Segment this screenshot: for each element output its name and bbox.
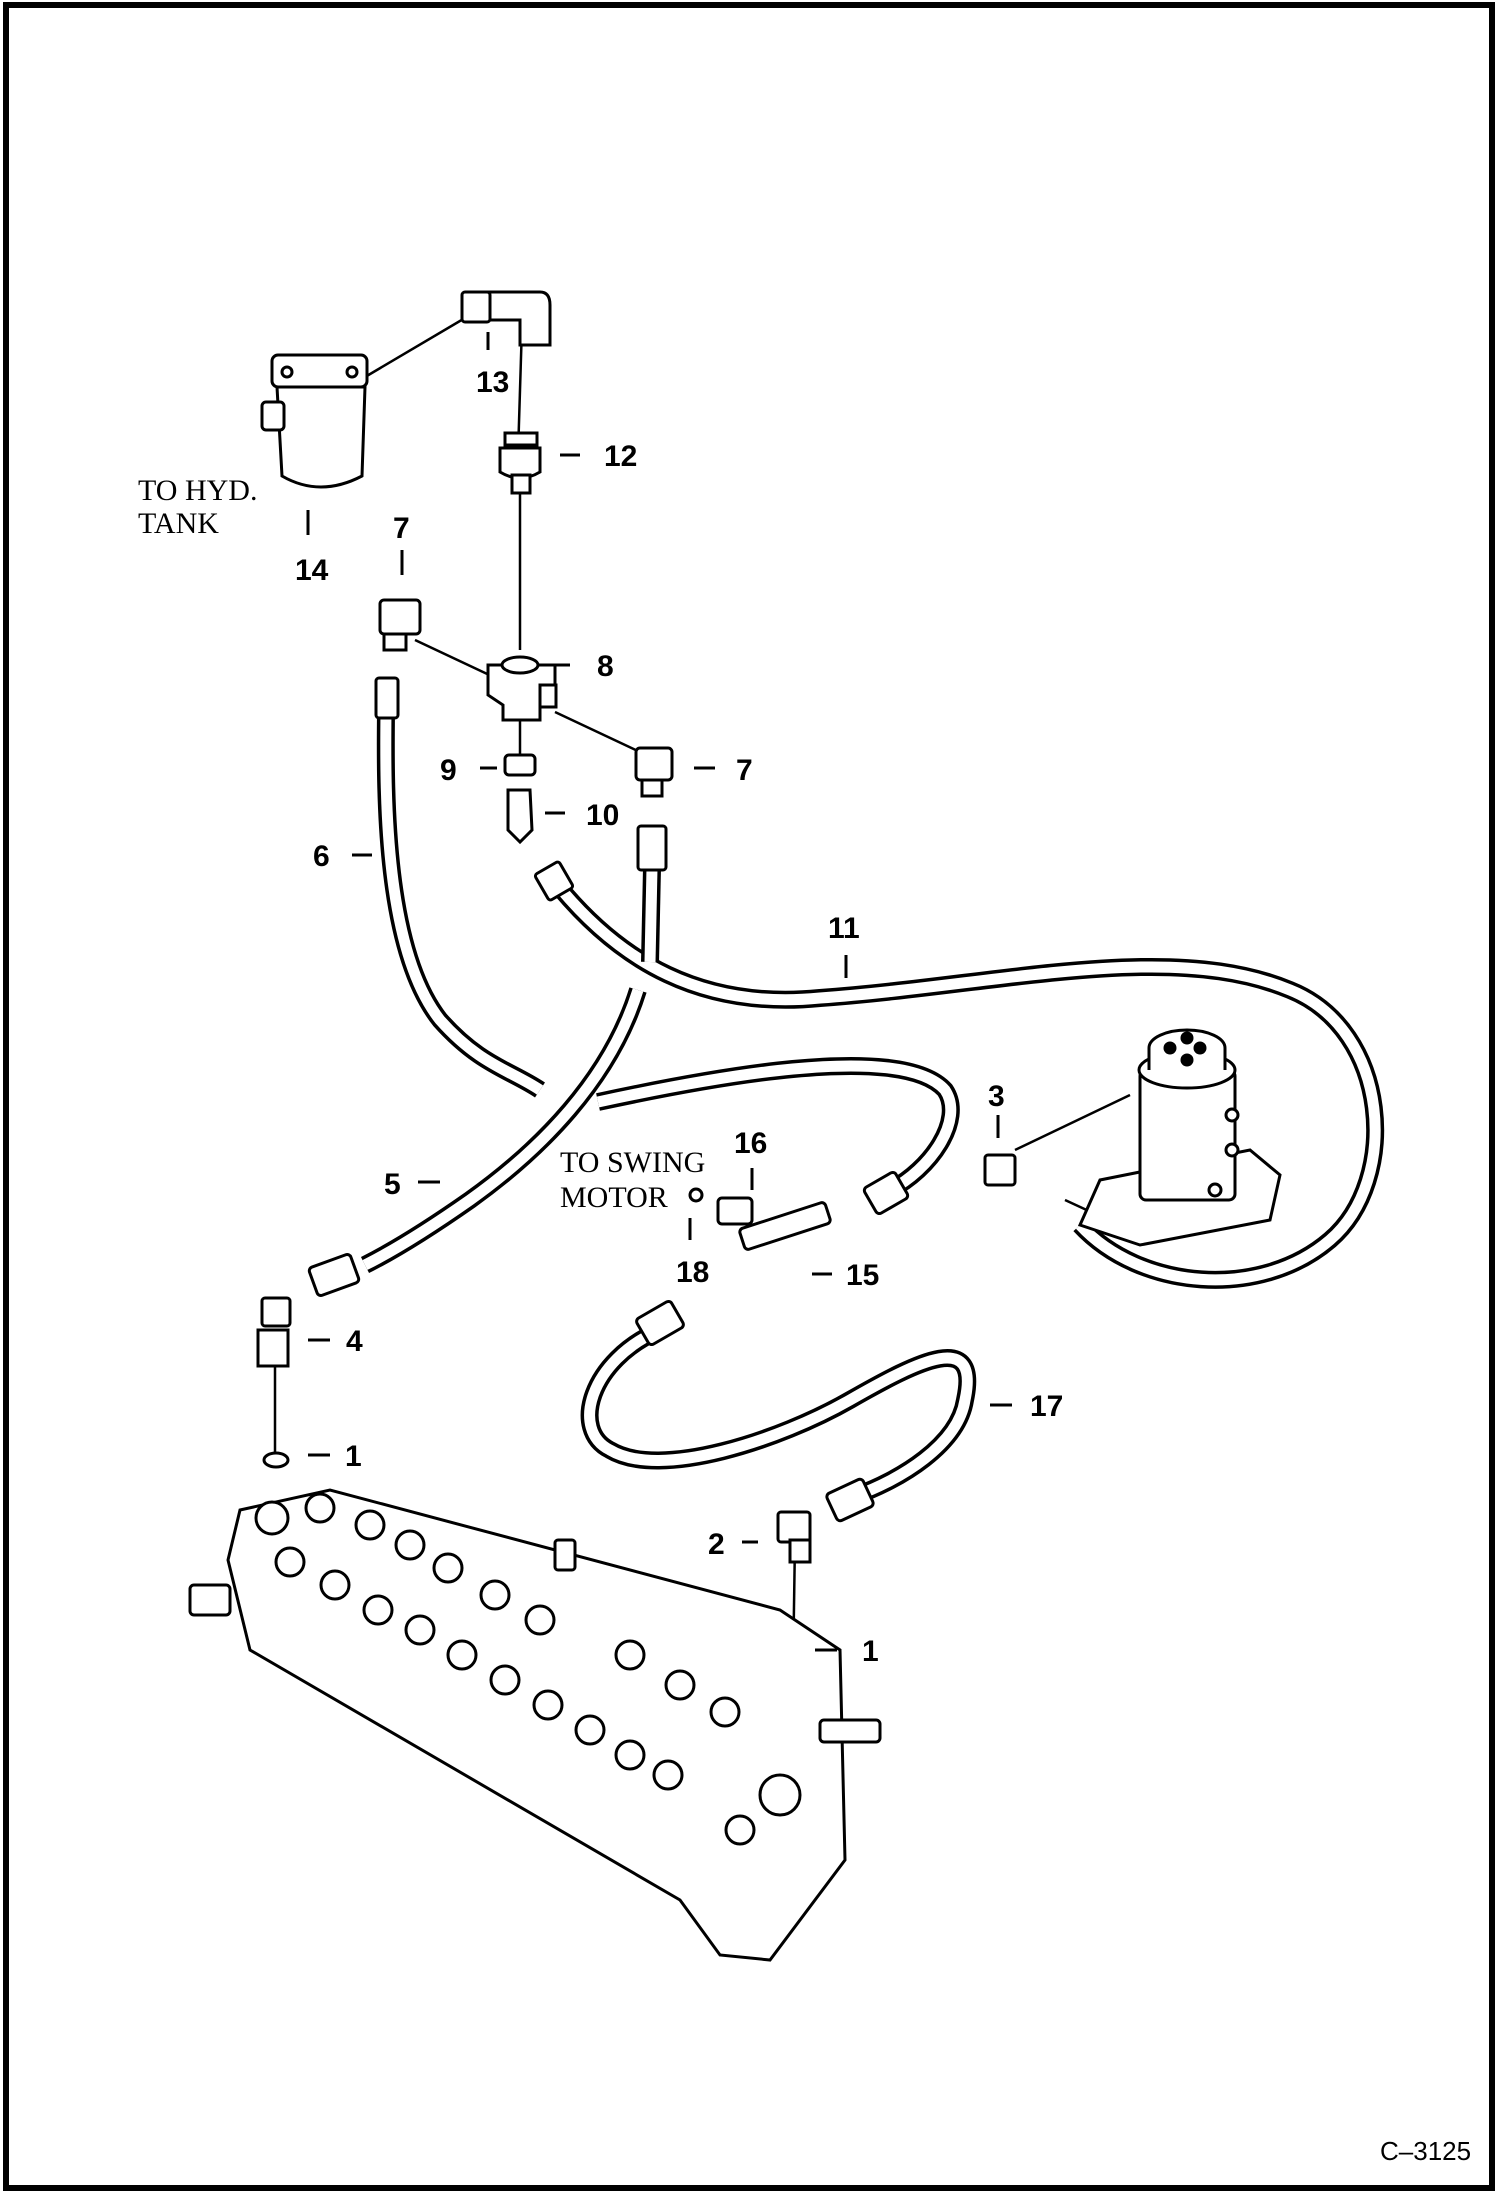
callout-3: 3 — [988, 1080, 1005, 1113]
hose-5 — [360, 987, 647, 1274]
filter-14 — [260, 353, 369, 489]
callout-13: 13 — [476, 366, 509, 399]
fitting-12 — [498, 431, 542, 495]
callout-5: 5 — [384, 1168, 401, 1201]
control-valve — [188, 1488, 882, 1962]
fitting-9 — [503, 753, 537, 777]
note-hyd-tank-line1: TO HYD. — [138, 474, 257, 507]
callout-labels: 13 12 14 7 8 9 7 10 6 11 3 16 5 18 15 4 … — [295, 366, 1063, 1668]
note-hyd-tank-line2: TANK — [138, 507, 219, 540]
callout-2: 2 — [708, 1528, 725, 1561]
elbow-13 — [460, 290, 552, 347]
hose-6-inner — [380, 711, 544, 1095]
hose-upper-15-inner — [596, 1060, 957, 1195]
callout-14: 14 — [295, 554, 329, 587]
elbow-2 — [776, 1477, 875, 1564]
hose-right-elbow-inner — [644, 867, 658, 963]
elbow-7-left — [378, 598, 422, 652]
oring-18 — [688, 1187, 704, 1203]
callout-15: 15 — [846, 1259, 879, 1292]
figure-id: C–3125 — [1380, 2136, 1471, 2166]
page-border — [3, 2, 1495, 2191]
callout-1-left: 1 — [345, 1440, 362, 1473]
fittings — [256, 290, 1017, 1654]
callout-6: 6 — [313, 840, 330, 873]
hose-11-inner — [555, 884, 1381, 1286]
callout-1-right: 1 — [862, 1635, 879, 1668]
tee-8 — [486, 655, 558, 722]
valve-ports — [254, 1492, 802, 1846]
hoses — [360, 711, 1385, 1505]
hose-end-right — [636, 824, 668, 872]
callout-4: 4 — [346, 1325, 363, 1358]
callout-8: 8 — [597, 650, 614, 683]
hose-end-6 — [374, 676, 400, 720]
callout-11: 11 — [828, 912, 860, 945]
note-swing-motor-line1: TO SWING — [560, 1146, 705, 1179]
callout-16: 16 — [734, 1127, 767, 1160]
callout-12: 12 — [604, 440, 637, 473]
leaders — [306, 332, 1012, 1652]
callout-17: 17 — [1030, 1390, 1063, 1423]
callout-18: 18 — [676, 1256, 709, 1289]
hose-end-11 — [533, 860, 575, 902]
hose-17-inner — [584, 1324, 973, 1502]
elbow-10 — [506, 788, 534, 845]
callout-7-left: 7 — [393, 512, 410, 545]
callout-10: 10 — [586, 799, 619, 832]
hose-5-inner — [362, 988, 644, 1270]
elbow-4 — [256, 1253, 361, 1368]
fitting-16 — [716, 1196, 754, 1226]
tube-15 — [635, 1170, 910, 1347]
callout-9: 9 — [440, 754, 457, 787]
callout-7-right: 7 — [736, 754, 753, 787]
swivel-joint — [1077, 1028, 1282, 1247]
washer-1-left — [262, 1451, 290, 1469]
elbow-3 — [983, 1153, 1017, 1187]
notes: TO HYD. TANK TO SWING MOTOR — [138, 474, 705, 1214]
elbow-7-right — [634, 746, 674, 798]
note-swing-motor-line2: MOTOR — [560, 1181, 668, 1214]
